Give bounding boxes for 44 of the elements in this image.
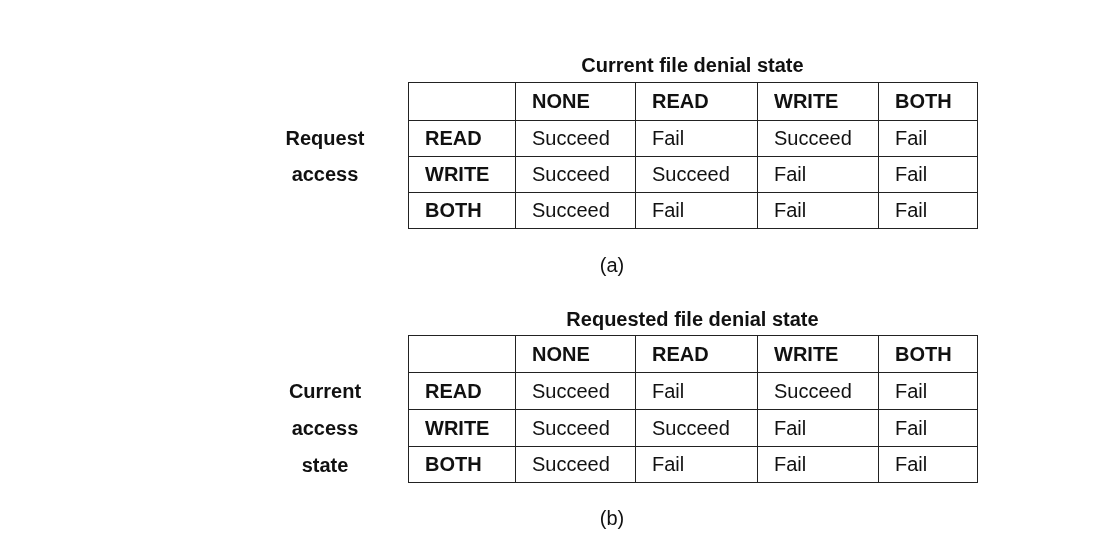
column-header: NONE xyxy=(515,335,636,373)
row-header: READ xyxy=(408,372,516,410)
table-caption: (b) xyxy=(598,507,626,530)
table-cell: Fail xyxy=(878,192,978,229)
table-cell: Succeed xyxy=(635,409,758,447)
table-cell: Succeed xyxy=(515,409,636,447)
table-cell: Succeed xyxy=(635,156,758,193)
table-cell: Fail xyxy=(635,120,758,157)
table-cell: Fail xyxy=(757,409,879,447)
table-cell: Succeed xyxy=(757,372,879,410)
table-cell: Fail xyxy=(635,446,758,483)
row-header: WRITE xyxy=(408,409,516,447)
table-heading: Current file denial state xyxy=(580,54,805,77)
row-header: BOTH xyxy=(408,446,516,483)
table-cell: Fail xyxy=(757,156,879,193)
table-cell: Succeed xyxy=(515,120,636,157)
column-header: READ xyxy=(635,82,758,121)
table-cell: Succeed xyxy=(515,446,636,483)
row-header: READ xyxy=(408,120,516,157)
table-cell: Fail xyxy=(878,372,978,410)
table-cell: Fail xyxy=(635,372,758,410)
table-cell: Succeed xyxy=(515,156,636,193)
table-cell: Fail xyxy=(635,192,758,229)
column-header: READ xyxy=(635,335,758,373)
row-header: WRITE xyxy=(408,156,516,193)
column-header: WRITE xyxy=(757,82,879,121)
table-cell: Succeed xyxy=(757,120,879,157)
table-heading: Requested file denial state xyxy=(565,308,820,331)
column-header: NONE xyxy=(515,82,636,121)
table-cell: Fail xyxy=(878,446,978,483)
column-header: WRITE xyxy=(757,335,879,373)
table-caption: (a) xyxy=(598,254,626,277)
table-cell: Succeed xyxy=(515,372,636,410)
table-cell: Fail xyxy=(757,446,879,483)
table-cell: Fail xyxy=(878,156,978,193)
row-header: BOTH xyxy=(408,192,516,229)
table-cell: Fail xyxy=(757,192,879,229)
row-group-label: Current access state xyxy=(287,379,363,478)
table-cell: Fail xyxy=(878,120,978,157)
column-header: BOTH xyxy=(878,335,978,373)
column-header: BOTH xyxy=(878,82,978,121)
row-group-label: Request access xyxy=(284,126,366,187)
table-cell: Fail xyxy=(878,409,978,447)
table-cell: Succeed xyxy=(515,192,636,229)
